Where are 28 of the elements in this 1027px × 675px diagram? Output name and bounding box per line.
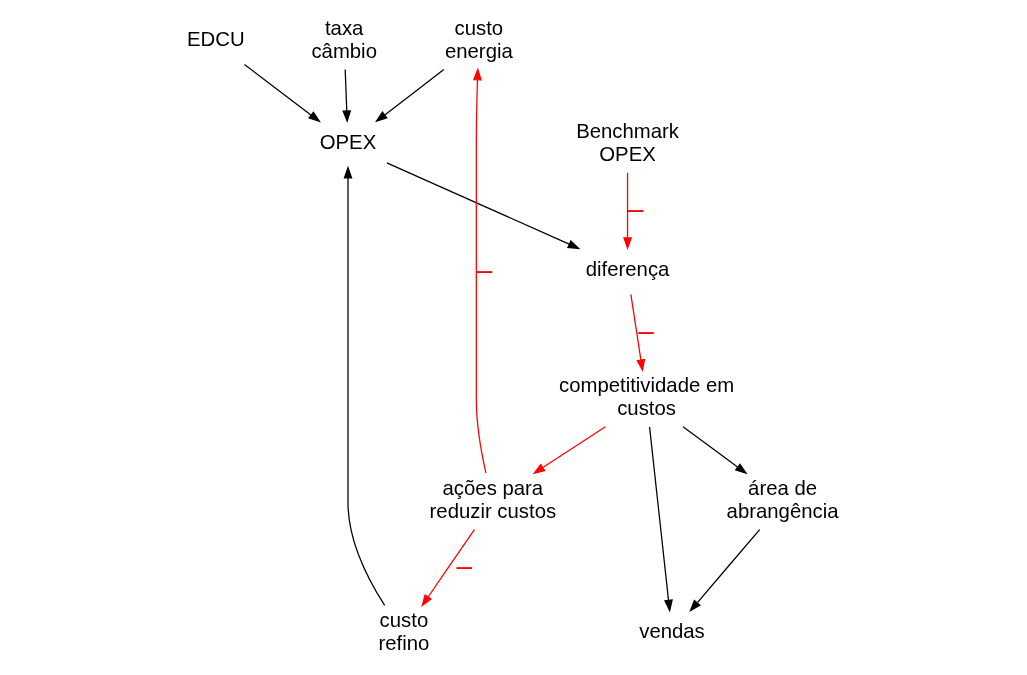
arrow [689,528,761,613]
arrow [421,528,476,608]
arrow [386,162,581,250]
arrow [532,426,607,475]
arrow [375,68,445,123]
arrow [682,426,748,475]
edge-label: – [476,253,493,285]
node-text: OPEX [319,131,377,154]
node-text: diferença [585,258,670,281]
edge-label: – [628,192,644,224]
edge-label: – [638,314,654,346]
node-text: custo refino [378,608,430,654]
arrow [473,67,487,474]
edge-label: – [456,549,473,581]
node-text: área de abrangência [726,476,839,522]
arrow [243,63,321,123]
arrow [623,172,632,251]
node-text: custo energia [444,16,513,62]
arrow [342,68,352,124]
node-text: vendas [639,620,705,643]
node-text: Benchmark OPEX [576,119,679,165]
node-text: taxa câmbio [311,16,377,62]
node-text: ações para reduzir custos [429,476,557,522]
node-text: competitividade em custos [559,373,735,419]
arrow [648,426,673,613]
arrow [630,293,646,373]
node-text: EDCU [187,28,245,51]
arrow [343,165,386,607]
